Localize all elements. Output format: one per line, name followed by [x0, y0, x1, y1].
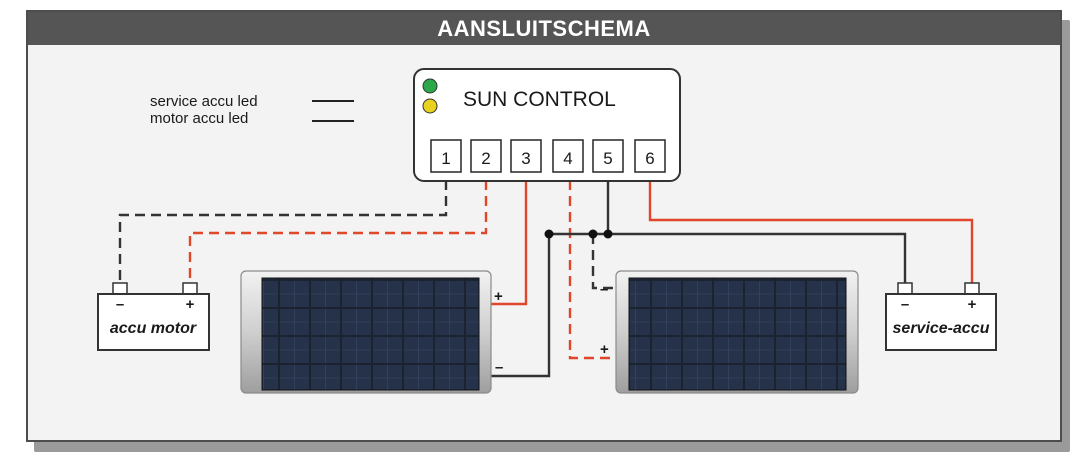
wire-t6-service-plus — [648, 180, 974, 285]
service-battery-body — [885, 293, 997, 351]
wire-t4-panel-right-plus — [568, 180, 617, 360]
wire-t1-motor-minus — [118, 180, 448, 285]
wire-panel-right-minus — [591, 234, 617, 290]
wire-t2-motor-plus — [188, 180, 488, 285]
service-battery-minus-sign: – — [901, 296, 909, 313]
junction-dot — [588, 229, 598, 239]
legend-service-led-label: service accu led — [150, 93, 258, 110]
panel-right-minus-sign: – — [600, 281, 608, 298]
panel-right-plus-sign: + — [600, 341, 609, 358]
diagram-title: AANSLUITSCHEMA — [437, 15, 651, 41]
terminal-6 — [634, 139, 666, 173]
service-battery: – + service-accu — [885, 282, 997, 351]
green-led-icon — [422, 78, 438, 94]
panel-left-plus-sign: + — [494, 288, 503, 305]
motor-battery-label: accu motor — [110, 320, 197, 337]
sun-control-box: SUN CONTROL 1 2 3 4 5 6 — [413, 68, 681, 182]
terminal-3 — [510, 139, 542, 173]
motor-battery-body — [97, 293, 210, 351]
terminal-5 — [592, 139, 624, 173]
terminal-1-label: 1 — [441, 149, 450, 168]
terminal-2 — [470, 139, 502, 173]
junctions — [544, 229, 613, 239]
solar-panel-right: + – — [600, 270, 859, 394]
motor-battery: – + accu motor — [97, 282, 210, 351]
service-battery-plus-sign: + — [968, 296, 977, 313]
motor-battery-plus-sign: + — [186, 296, 195, 313]
wires — [118, 180, 974, 378]
panel-left-minus-sign: – — [495, 359, 503, 376]
legend-motor-led-label: motor accu led — [150, 110, 248, 127]
legend: service accu led motor accu led — [150, 93, 354, 127]
terminal-6-label: 6 — [645, 149, 654, 168]
service-battery-label: service-accu — [893, 320, 990, 337]
terminal-4-label: 4 — [563, 149, 572, 168]
terminal-1 — [430, 139, 462, 173]
terminal-2-label: 2 — [481, 149, 490, 168]
wire-t3-panel-left-plus — [490, 180, 528, 306]
wire-panel-left-minus — [490, 234, 551, 378]
panel-right-cells — [628, 277, 847, 391]
yellow-led-icon — [422, 98, 438, 114]
terminal-block: 1 2 3 4 5 6 — [430, 139, 666, 173]
motor-battery-minus-sign: – — [116, 296, 124, 313]
terminal-3-label: 3 — [521, 149, 530, 168]
terminal-4 — [552, 139, 584, 173]
terminal-5-label: 5 — [603, 149, 612, 168]
solar-panel-left: + – — [240, 270, 503, 394]
wire-negative-bus — [549, 232, 907, 285]
junction-dot — [603, 229, 613, 239]
controller-name: SUN CONTROL — [463, 88, 616, 111]
title-bar: AANSLUITSCHEMA — [28, 12, 1060, 45]
junction-dot — [544, 229, 554, 239]
panel-left-cells — [261, 277, 480, 391]
